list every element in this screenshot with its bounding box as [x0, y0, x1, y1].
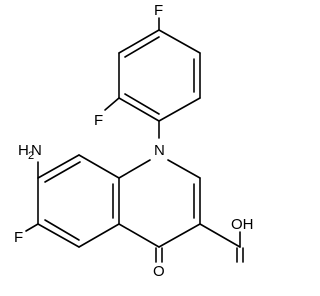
- chemical-structure-diagram: F F N H N 2 F O OH: [14, 2, 254, 280]
- bond: [118, 29, 160, 54]
- bond: [167, 159, 201, 179]
- atom-label-n-ring: N: [154, 142, 165, 159]
- difluorophenyl-ring: [118, 29, 201, 122]
- bond: [118, 159, 151, 179]
- bond: [37, 223, 80, 248]
- bond: [124, 36, 160, 58]
- quinolone-core: [37, 154, 201, 248]
- bond: [78, 223, 120, 248]
- atom-label-nh2-subscript: 2: [28, 150, 34, 162]
- atom-label-oh: OH: [231, 216, 254, 233]
- bond-c-f-ortho: [104, 97, 120, 111]
- atom-label-f-ortho: F: [94, 112, 103, 129]
- bond: [158, 29, 201, 54]
- atom-label-f-left: F: [14, 229, 23, 246]
- atom-label-nh2-n: N: [31, 142, 42, 159]
- bond: [44, 219, 80, 241]
- bond: [124, 93, 160, 115]
- structure-canvas: F F N H N 2 F O OH: [14, 2, 254, 280]
- bond: [158, 97, 201, 122]
- atom-label-f-top: F: [154, 2, 163, 19]
- bond: [44, 161, 81, 183]
- atom-label-nh2-h: H: [18, 142, 29, 159]
- bond-c-cooh: [199, 223, 241, 248]
- bond: [158, 223, 201, 248]
- atom-label-o-keto: O: [153, 263, 165, 280]
- bond: [118, 223, 160, 248]
- bond: [78, 154, 120, 179]
- bond: [118, 97, 160, 122]
- bond-c-f-left: [25, 223, 39, 232]
- bond: [37, 154, 80, 179]
